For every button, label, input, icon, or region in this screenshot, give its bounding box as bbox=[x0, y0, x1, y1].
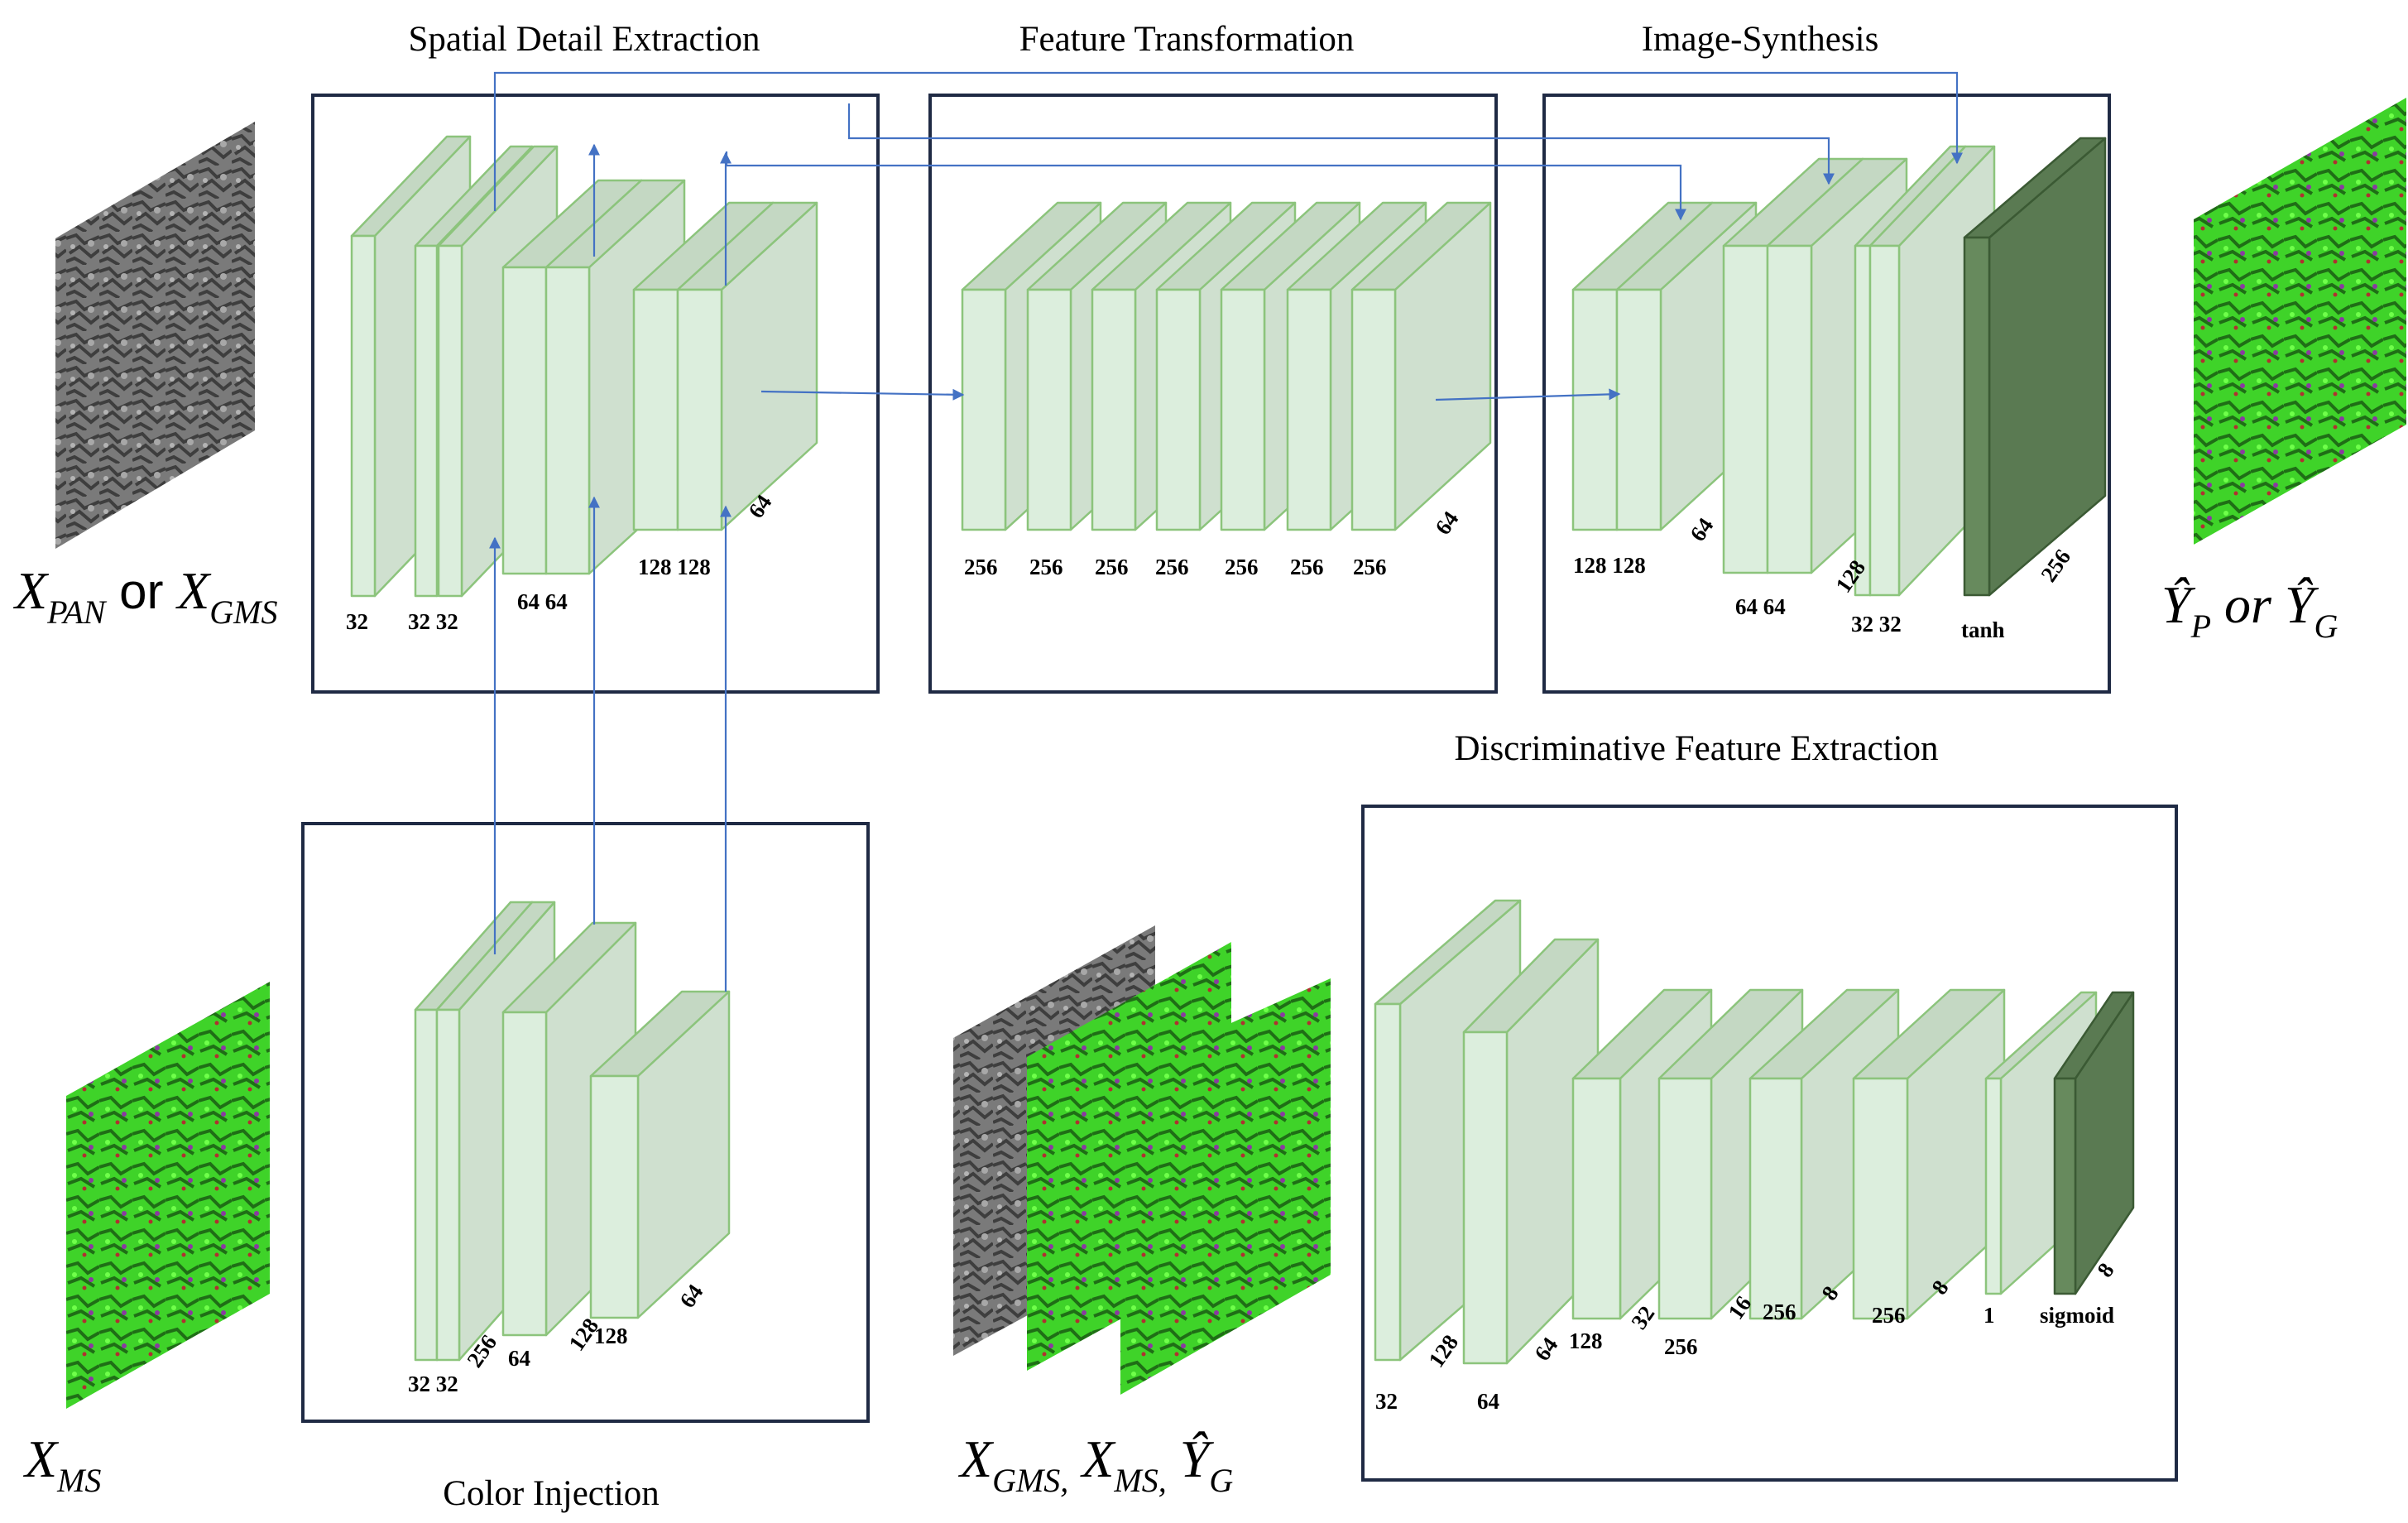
feature-layer-face bbox=[1350, 288, 1397, 531]
disc-dim-label: 256 bbox=[1763, 1300, 1796, 1324]
input-ms-label: XMS bbox=[22, 1429, 101, 1499]
disc-layer-face bbox=[1657, 1077, 1713, 1320]
synthesis-layer-face bbox=[1868, 244, 1901, 597]
layer-blocks bbox=[350, 135, 2135, 1365]
discriminative-box bbox=[1361, 805, 2178, 1482]
skip-arrow-top-outer bbox=[493, 71, 1963, 211]
sigmoid-label: sigmoid bbox=[2040, 1303, 2114, 1328]
disc-layer-face bbox=[1462, 1031, 1509, 1365]
input-pan-label: XPAN or XGMS bbox=[12, 561, 278, 631]
disc-dim-label: 128 bbox=[1423, 1330, 1463, 1372]
synthesis-dim-label: 64 bbox=[1685, 513, 1718, 545]
disc-layer bbox=[1852, 988, 2006, 1320]
title-feature: Feature Transformation bbox=[1019, 20, 1355, 59]
feature-layer-face bbox=[961, 288, 1007, 531]
feature-layer bbox=[1350, 201, 1492, 531]
spatial-layer-face bbox=[632, 288, 679, 531]
feature-dim-label: 256 bbox=[1290, 555, 1324, 579]
feature-layer-face bbox=[1155, 288, 1202, 531]
spatial-dim-label: 32 bbox=[346, 609, 368, 634]
color-injection-layer-face bbox=[414, 1008, 439, 1362]
synthesis-layer-face bbox=[1766, 244, 1813, 574]
title-discriminative: Discriminative Feature Extraction bbox=[1454, 729, 1938, 768]
disc-layer-face bbox=[1984, 1077, 2003, 1295]
feature-layer-face bbox=[1026, 288, 1072, 531]
ms-input-image bbox=[66, 982, 270, 1409]
feature-layer-face bbox=[1091, 288, 1137, 531]
skip-connections bbox=[489, 71, 1963, 992]
synthesis-dim-label: 128 128 bbox=[1573, 553, 1646, 578]
spatial-dims: 32 32 32 64 64 128 128 64 bbox=[346, 490, 776, 634]
color-dim-label: 128 bbox=[594, 1324, 628, 1348]
output-label: ŶP or ŶG bbox=[2161, 575, 2338, 645]
spatial-layer-face bbox=[544, 266, 591, 575]
spatial-layer-face bbox=[501, 266, 548, 575]
spatial-layer-face bbox=[414, 244, 439, 598]
disc-dim-label: 128 bbox=[1569, 1328, 1603, 1353]
title-spatial: Spatial Detail Extraction bbox=[408, 20, 760, 59]
spatial-layer bbox=[676, 201, 818, 531]
spatial-dim-label: 64 64 bbox=[517, 589, 568, 614]
color-dim-label: 64 bbox=[674, 1280, 708, 1312]
disc-dim-label: 8 bbox=[2092, 1258, 2118, 1281]
title-synthesis: Image-Synthesis bbox=[1642, 20, 1879, 59]
disc-dim-label: 32 bbox=[1375, 1389, 1398, 1414]
disc-layer-face bbox=[1374, 1002, 1402, 1362]
skip-arrow-top-middle bbox=[847, 103, 1835, 185]
color-injection-layer bbox=[589, 990, 731, 1319]
disc-layer-face bbox=[1571, 1077, 1622, 1320]
disc-green-image-2 bbox=[1120, 978, 1331, 1395]
synthesis-layer-face bbox=[1571, 288, 1619, 531]
synthesis-dims: 128 128 64 64 64 128 32 32 256 tanh bbox=[1573, 513, 2075, 642]
disc-layer-face bbox=[1748, 1077, 1803, 1320]
disc-layer-face bbox=[2053, 1077, 2077, 1295]
synthesis-dim-label: 32 32 bbox=[1851, 612, 1902, 637]
synthesis-layer bbox=[1963, 137, 2107, 597]
disc-dim-label: 256 bbox=[1872, 1303, 1906, 1328]
output-image bbox=[2194, 98, 2406, 545]
color-injection-layer-face bbox=[589, 1074, 640, 1319]
disc-dim-label: 64 bbox=[1477, 1389, 1499, 1414]
spatial-dim-label: 32 32 bbox=[408, 609, 458, 634]
disc-layer-face bbox=[1852, 1077, 1909, 1320]
feature-dim-label: 256 bbox=[1225, 555, 1259, 579]
synthesis-dim-label: 64 64 bbox=[1735, 594, 1786, 619]
disc-dim-label: 256 bbox=[1664, 1334, 1698, 1359]
spatial-dim-label: 128 128 bbox=[638, 555, 711, 579]
feature-dim-label: 256 bbox=[1155, 555, 1189, 579]
spatial-layer-face bbox=[437, 244, 463, 598]
color-dim-label: 64 bbox=[508, 1346, 530, 1371]
disc-layer bbox=[2053, 991, 2135, 1295]
feature-dim-label: 256 bbox=[1029, 555, 1063, 579]
feature-layer-face bbox=[1286, 288, 1332, 531]
color-injection-layer-face bbox=[501, 1011, 548, 1337]
arrow-spatial-to-feature bbox=[760, 388, 965, 401]
tanh-label: tanh bbox=[1961, 617, 2005, 642]
title-color: Color Injection bbox=[443, 1474, 660, 1513]
feature-dim-label: 256 bbox=[1095, 555, 1129, 579]
disc-inputs-label: XGMS, XMS, ŶG bbox=[957, 1429, 1233, 1499]
color-dim-label: 32 32 bbox=[408, 1372, 458, 1396]
color-injection-layer-face bbox=[435, 1008, 461, 1362]
synthesis-layer-face bbox=[1963, 236, 1991, 597]
feature-dim-label: 256 bbox=[964, 555, 998, 579]
synthesis-layer-face bbox=[1615, 288, 1662, 531]
image-synthesis-box bbox=[1542, 94, 2111, 694]
feature-layer-face bbox=[1220, 288, 1266, 531]
spatial-layer-face bbox=[676, 288, 723, 531]
spatial-layer-face bbox=[350, 234, 377, 598]
color-injection-box bbox=[301, 822, 870, 1423]
synthesis-layer-face bbox=[1722, 244, 1769, 574]
pan-input-image bbox=[55, 122, 255, 549]
feature-dim-label: 256 bbox=[1353, 555, 1387, 579]
disc-dim-label: 1 bbox=[1983, 1303, 1995, 1328]
feature-dim-label: 64 bbox=[1430, 507, 1463, 539]
synthesis-layer-face bbox=[1854, 244, 1872, 597]
disc-dim-label: 64 bbox=[1529, 1333, 1562, 1365]
arrow-feature-to-synthesis bbox=[1435, 388, 1621, 401]
